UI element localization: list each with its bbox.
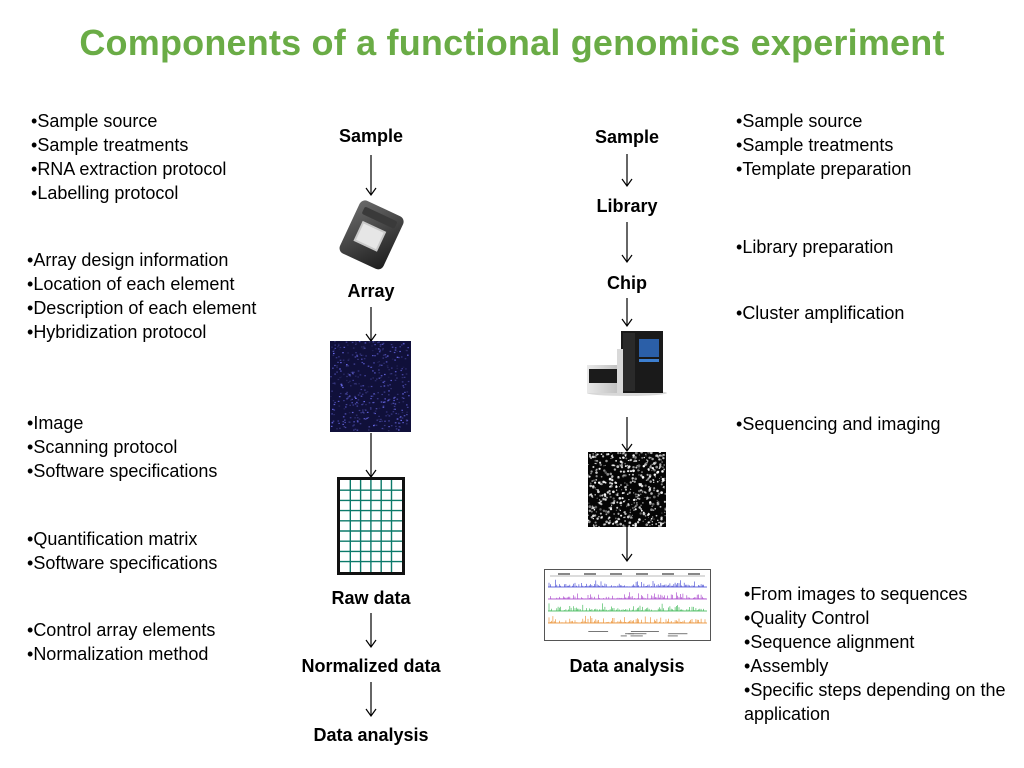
- image-notes-list: ImageScanning protocolSoftware specifica…: [27, 411, 217, 483]
- note-item: Assembly: [744, 654, 1006, 678]
- note-item: Sequencing and imaging: [736, 412, 940, 436]
- note-item: Scanning protocol: [27, 435, 217, 459]
- note-item: Location of each element: [27, 272, 256, 296]
- note-item: Sample treatments: [31, 133, 226, 157]
- note-item: Software specifications: [27, 551, 217, 575]
- note-item: Specific steps depending on the applicat…: [744, 678, 1006, 726]
- note-item: RNA extraction protocol: [31, 157, 226, 181]
- note-item: Cluster amplification: [736, 301, 904, 325]
- sequencing-chip-label: Chip: [607, 273, 647, 293]
- note-item: Sample treatments: [736, 133, 911, 157]
- sample-prep-notes-list: Sample sourceSample treatmentsTemplate p…: [736, 109, 911, 181]
- arrow-down-icon: [365, 155, 377, 197]
- microarray-normalized-data-label: Normalized data: [301, 656, 441, 676]
- microarray-sample-label: Sample: [338, 126, 404, 146]
- quantification-grid-icon: [337, 477, 405, 575]
- cluster-image: [588, 452, 666, 527]
- sample-notes-list: Sample sourceSample treatmentsRNA extrac…: [31, 109, 226, 205]
- note-item: Quantification matrix: [27, 527, 217, 551]
- sequencing-notes-list: Sequencing and imaging: [736, 412, 940, 436]
- genome-browser-thumbnail: [544, 569, 711, 641]
- arrow-down-icon: [621, 154, 633, 188]
- note-item: Array design information: [27, 248, 256, 272]
- array-notes-list: Array design informationLocation of each…: [27, 248, 256, 344]
- note-item: Normalization method: [27, 642, 215, 666]
- microarray-data-analysis-label: Data analysis: [313, 725, 429, 745]
- note-item: Library preparation: [736, 235, 893, 259]
- note-item: Sequence alignment: [744, 630, 1006, 654]
- sequencing-library-label: Library: [596, 196, 658, 216]
- note-item: From images to sequences: [744, 582, 1006, 606]
- sequencing-sample-label: Sample: [594, 127, 660, 147]
- arrow-down-icon: [621, 298, 633, 328]
- page-title: Components of a functional genomics expe…: [79, 22, 945, 63]
- note-item: Template preparation: [736, 157, 911, 181]
- sequencing-data-analysis-label: Data analysis: [569, 656, 685, 676]
- normalization-notes-list: Control array elementsNormalization meth…: [27, 618, 215, 666]
- arrow-down-icon: [621, 527, 633, 563]
- note-item: Image: [27, 411, 217, 435]
- arrow-down-icon: [621, 222, 633, 264]
- microarray-slide-icon: [339, 200, 404, 270]
- cluster-notes-list: Cluster amplification: [736, 301, 904, 325]
- note-item: Quality Control: [744, 606, 1006, 630]
- arrow-down-icon: [365, 682, 377, 718]
- note-item: Sample source: [31, 109, 226, 133]
- array-scan-image: [330, 341, 411, 432]
- quantification-notes-list: Quantification matrixSoftware specificat…: [27, 527, 217, 575]
- arrow-down-icon: [365, 433, 377, 479]
- note-item: Labelling protocol: [31, 181, 226, 205]
- arrow-down-icon: [365, 613, 377, 649]
- microarray-array-label: Array: [347, 281, 395, 301]
- arrow-down-icon: [621, 417, 633, 453]
- arrow-down-icon: [365, 307, 377, 343]
- sequencer-machine-icon: [587, 331, 667, 396]
- note-item: Hybridization protocol: [27, 320, 256, 344]
- note-item: Software specifications: [27, 459, 217, 483]
- note-item: Description of each element: [27, 296, 256, 320]
- microarray-raw-data-label: Raw data: [331, 588, 411, 608]
- library-notes-list: Library preparation: [736, 235, 893, 259]
- analysis-notes-list: From images to sequencesQuality ControlS…: [744, 582, 1006, 726]
- note-item: Sample source: [736, 109, 911, 133]
- note-item: Control array elements: [27, 618, 215, 642]
